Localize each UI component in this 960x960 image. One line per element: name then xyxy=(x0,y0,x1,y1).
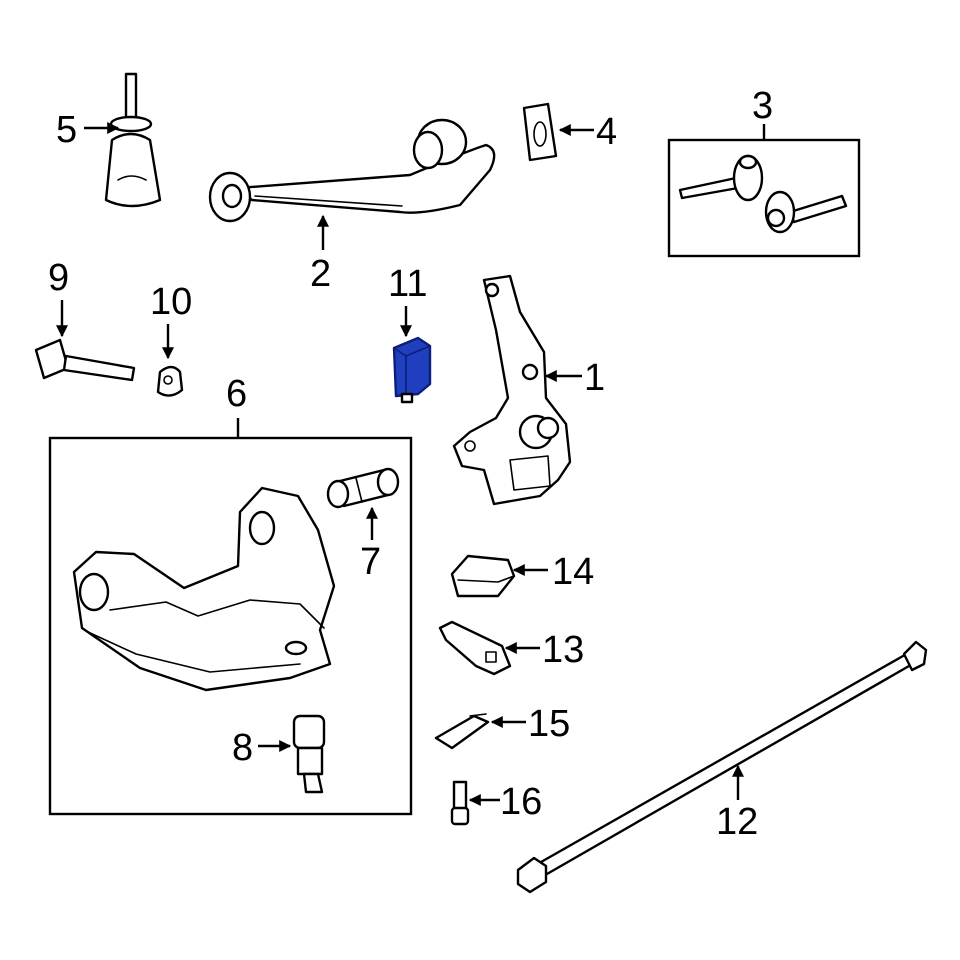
part-8-ball-joint-drawing[interactable] xyxy=(292,714,326,794)
part-6-lower-arm-frame xyxy=(48,436,413,816)
callout-12[interactable]: 12 xyxy=(716,801,758,843)
callout-9[interactable]: 9 xyxy=(48,257,69,299)
callout-1[interactable]: 1 xyxy=(584,357,605,399)
part-1-steering-knuckle-drawing[interactable] xyxy=(452,274,572,506)
callout-13[interactable]: 13 xyxy=(542,629,584,671)
callout-7[interactable]: 7 xyxy=(360,541,381,583)
callout-11[interactable]: 11 xyxy=(388,263,427,305)
part-13-arm-drawing[interactable] xyxy=(438,620,512,676)
part-12-torsion-bar-drawing[interactable] xyxy=(516,640,928,894)
callout-4[interactable]: 4 xyxy=(596,111,617,153)
part-2-upper-control-arm-drawing[interactable] xyxy=(208,118,496,223)
part-3-cam-bolt-drawing[interactable] xyxy=(678,154,848,234)
callout-3[interactable]: 3 xyxy=(752,85,773,127)
part-10-washer-drawing[interactable] xyxy=(156,365,184,397)
part-9-bolt-drawing[interactable] xyxy=(34,338,136,382)
callout-15[interactable]: 15 xyxy=(528,703,570,745)
part-6-lower-control-arm-drawing[interactable] xyxy=(72,486,336,692)
part-3-kit-frame xyxy=(667,138,861,258)
part-7-bushing-drawing[interactable] xyxy=(326,467,400,509)
callout-8[interactable]: 8 xyxy=(232,727,253,769)
part-14-block-drawing[interactable] xyxy=(450,554,516,598)
part-11-bump-stop-drawing[interactable] xyxy=(392,336,432,404)
part-4-plate-drawing[interactable] xyxy=(522,102,558,162)
callout-14[interactable]: 14 xyxy=(552,551,594,593)
callout-6[interactable]: 6 xyxy=(226,373,247,415)
callout-16[interactable]: 16 xyxy=(500,781,542,823)
part-5-mount-drawing[interactable] xyxy=(104,72,162,208)
callout-10[interactable]: 10 xyxy=(150,281,192,323)
part-15-clip-drawing[interactable] xyxy=(434,713,490,750)
callout-5[interactable]: 5 xyxy=(56,109,77,151)
callout-2[interactable]: 2 xyxy=(310,253,331,295)
part-16-bolt-drawing[interactable] xyxy=(450,780,470,826)
